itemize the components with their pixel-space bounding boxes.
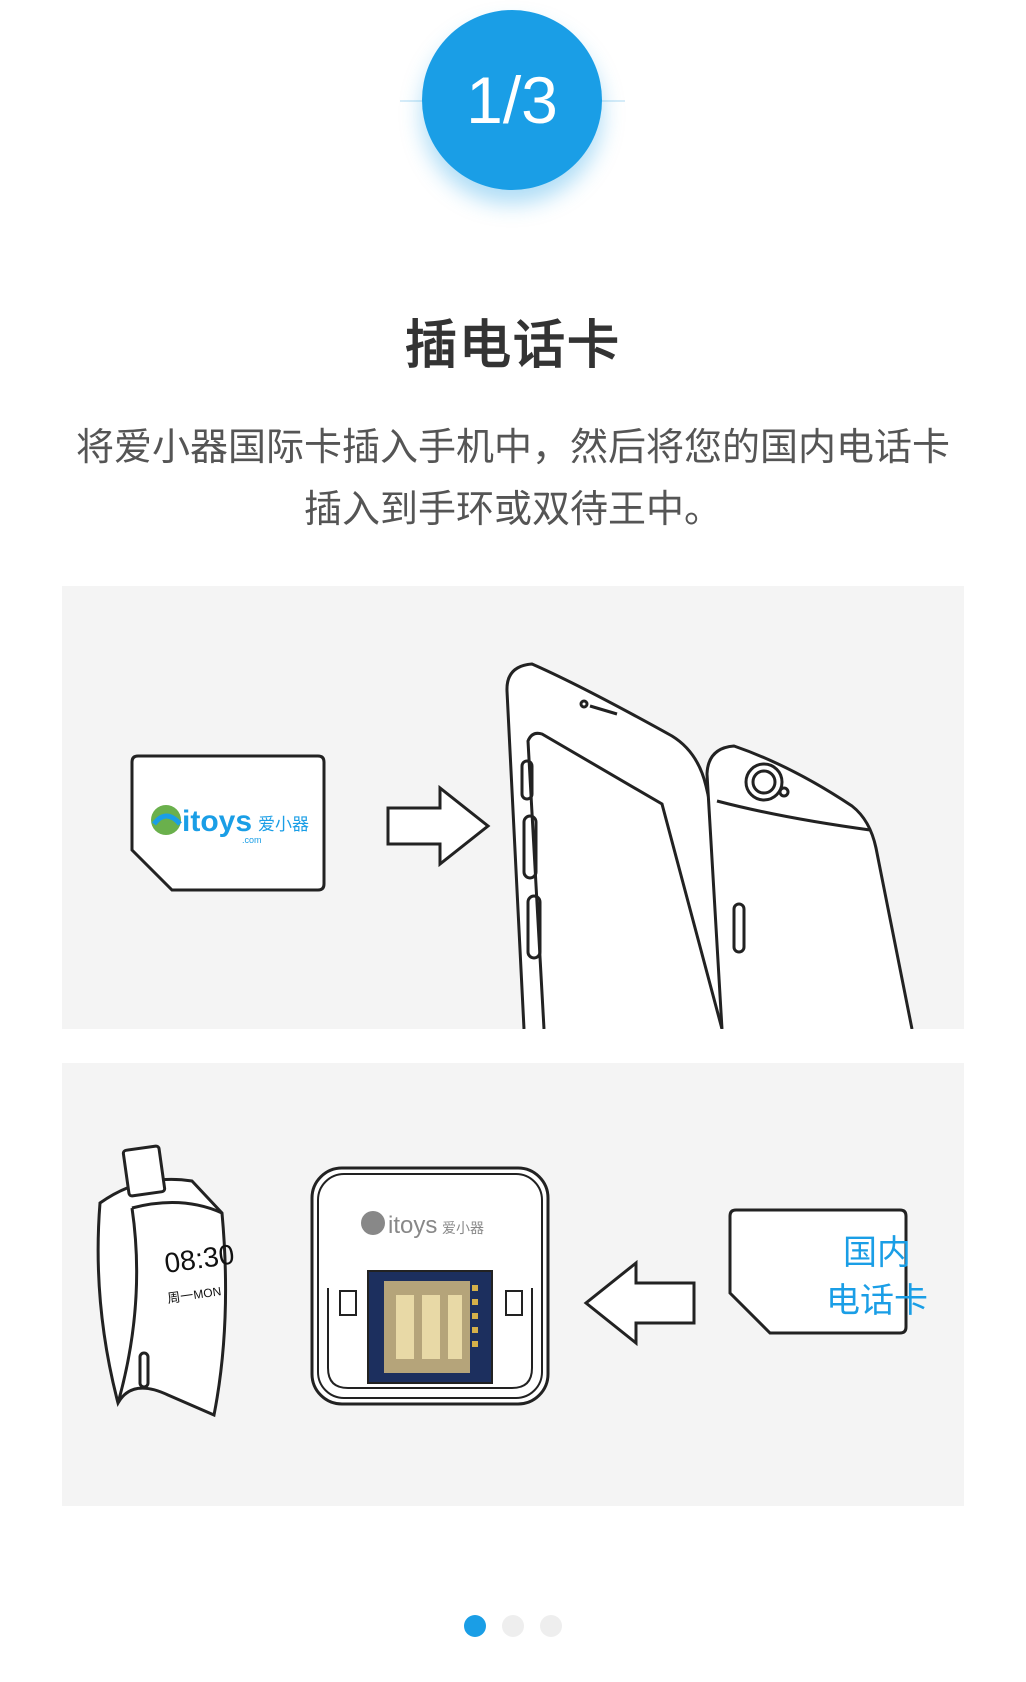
domestic-card-label-line2: 电话卡 [826,1281,928,1321]
device-logo-icon [361,1211,385,1235]
band-day-en-text: MON [192,1284,222,1302]
page-dot-1[interactable] [464,1615,486,1637]
phone-front-icon [505,662,764,1029]
device-brand-cn-text: 爱小器 [442,1221,484,1237]
instruction-text: 将爱小器国际卡插入手机中，然后将您的国内电话卡插入到手环或双待王中。 [75,425,950,531]
page-dot-2[interactable] [502,1615,524,1637]
smart-band-icon [96,1144,228,1418]
pagination-dots [0,1615,1026,1637]
sim-slot-board-icon [367,1270,493,1384]
arrow-right-icon [386,784,491,868]
sim-card-icon [130,754,326,892]
domestic-sim-card-icon [728,1208,908,1335]
phone-sim-illustration: itoys 爱小器 .com [130,662,914,1029]
illustration-insert-domestic-sim: 08:30 周一 MON itoys 爱小器 [62,1063,964,1506]
sim-brand-sub-text: .com [242,835,262,845]
phone-back-icon [705,744,914,1029]
sim-brand-cn-text: 爱小器 [258,815,309,835]
band-day-text: 周一 [166,1288,194,1306]
illustration-insert-sim-phone: itoys 爱小器 .com [62,586,964,1029]
page-title: 插电话卡 [404,316,621,376]
brand-logo-icon [151,805,181,835]
band-device-illustration: 08:30 周一 MON itoys 爱小器 [96,1144,908,1418]
page-dot-3[interactable] [540,1615,562,1637]
arrow-left-icon [583,1259,696,1347]
step-indicator-badge: 1/3 [422,10,602,190]
device-brand-text: itoys [388,1212,437,1239]
sim-brand-text: itoys [182,805,252,838]
domestic-card-label-line1: 国内 [843,1233,911,1273]
